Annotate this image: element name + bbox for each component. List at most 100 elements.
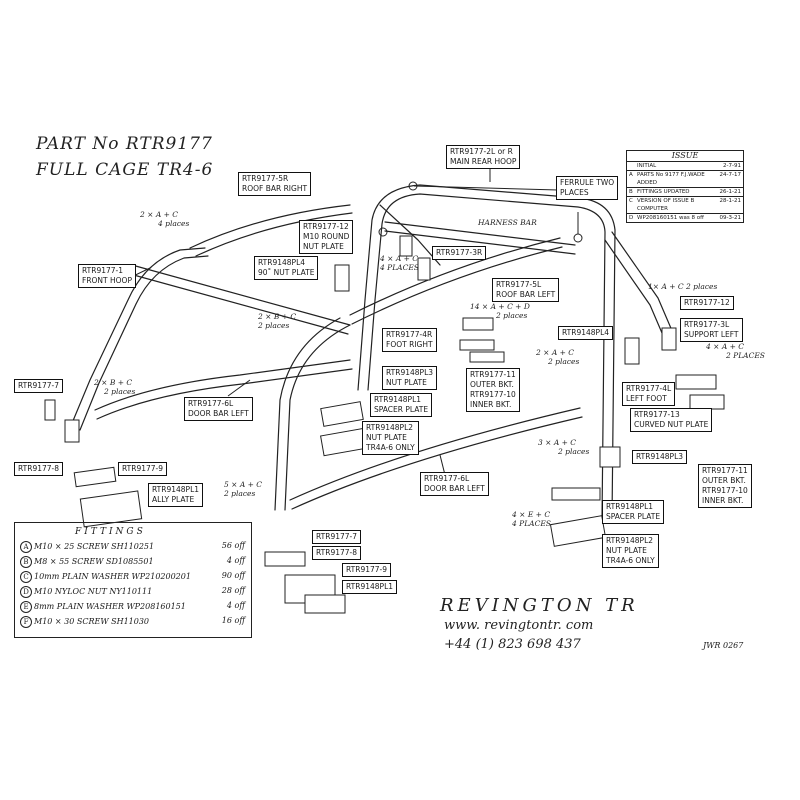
bracket-rtr9177-7-left <box>44 399 56 421</box>
front-crossbar-tube <box>131 264 351 326</box>
rear-hoop-left-leg-inner <box>367 299 376 391</box>
harness-bar-tube-inner <box>384 230 576 255</box>
rtr9177-12-left-plate <box>399 235 413 257</box>
roof-bar-right-tube-inner <box>195 212 353 257</box>
brand-website: www. revingtontr. com <box>444 618 594 633</box>
note-1x-right: 1× A + C 2 places <box>648 282 718 291</box>
issue-heading: ISSUE <box>627 151 743 162</box>
leader-ferrule-1 <box>413 185 559 191</box>
fittings-heading: FITTINGS <box>75 527 146 537</box>
label-rtr9177-8-bottom: RTR9177-8 <box>312 546 362 560</box>
bkt-inner-mid <box>469 351 505 363</box>
spacer-plate-right <box>551 487 601 501</box>
nut-plate-rtr9148pl3-right <box>599 446 621 468</box>
main-rear-hoop-tube-inner <box>374 193 606 521</box>
label-rtr9177-7-left: RTR9177-7 <box>14 379 64 393</box>
front-hoop-right-leg-inner <box>274 317 341 511</box>
nut-plate-right <box>549 515 607 547</box>
leader-door-bar-top <box>227 379 251 397</box>
spacer-plate-mid <box>320 401 364 427</box>
curved-nut-plate <box>689 394 725 410</box>
nut-plate-mid <box>320 427 368 457</box>
rtr9148pl4-bracket <box>624 337 640 365</box>
bracket-left-foot <box>64 419 80 443</box>
front-hoop-right-leg <box>284 324 351 511</box>
rtr9148pl4-left-bracket <box>334 264 350 292</box>
leader-door-bar-bottom <box>439 454 446 476</box>
roof-bar-left-tube-inner <box>351 246 563 325</box>
front-crossbar-tube-inner <box>129 273 349 335</box>
door-bar-left-bottom-tube-inner <box>291 416 583 510</box>
roof-bar-left-tube <box>349 237 561 316</box>
harness-bar-tube <box>384 221 576 246</box>
rear-support-tube-inner <box>611 231 674 334</box>
door-bar-left-top-tube-inner <box>96 368 353 420</box>
brand-phone: +44 (1) 823 698 437 <box>444 637 581 652</box>
round-nut-plate <box>378 227 388 237</box>
drawing-number: JWR 0267 <box>703 641 744 650</box>
brand-name: REVINGTON TR <box>440 595 639 616</box>
label-rtr9177-9-left: RTR9177-9 <box>118 462 168 476</box>
rear-hoop-left-leg <box>357 299 366 391</box>
bkt-outer-mid <box>459 339 495 351</box>
label-rtr9148pl3-right: RTR9148PL3 <box>632 450 688 464</box>
rtr9177-3r-bracket <box>417 257 431 281</box>
label-rtr9177-3r: RTR9177-3R <box>432 246 487 260</box>
part-description-title: FULL CAGE TR4-6 <box>36 160 214 180</box>
label-rtr9177-8-left: RTR9177-8 <box>14 462 64 476</box>
label-rtr9148pl1-bottom: RTR9148PL1 <box>342 580 398 594</box>
label-rtr9177-12-right: RTR9177-12 <box>680 296 734 310</box>
ferrule-right <box>573 233 583 243</box>
plate-bottom-rtr9177-8 <box>264 551 306 567</box>
main-rear-hoop-tube <box>364 184 616 521</box>
label-rtr9148pl4-right: RTR9148PL4 <box>558 326 614 340</box>
door-bar-left-top-tube <box>94 359 351 411</box>
rear-support-tube <box>604 239 666 341</box>
note-harness-bar: HARNESS BAR <box>478 218 537 227</box>
foot-right-bracket <box>462 317 494 331</box>
left-foot-bracket <box>675 374 717 390</box>
